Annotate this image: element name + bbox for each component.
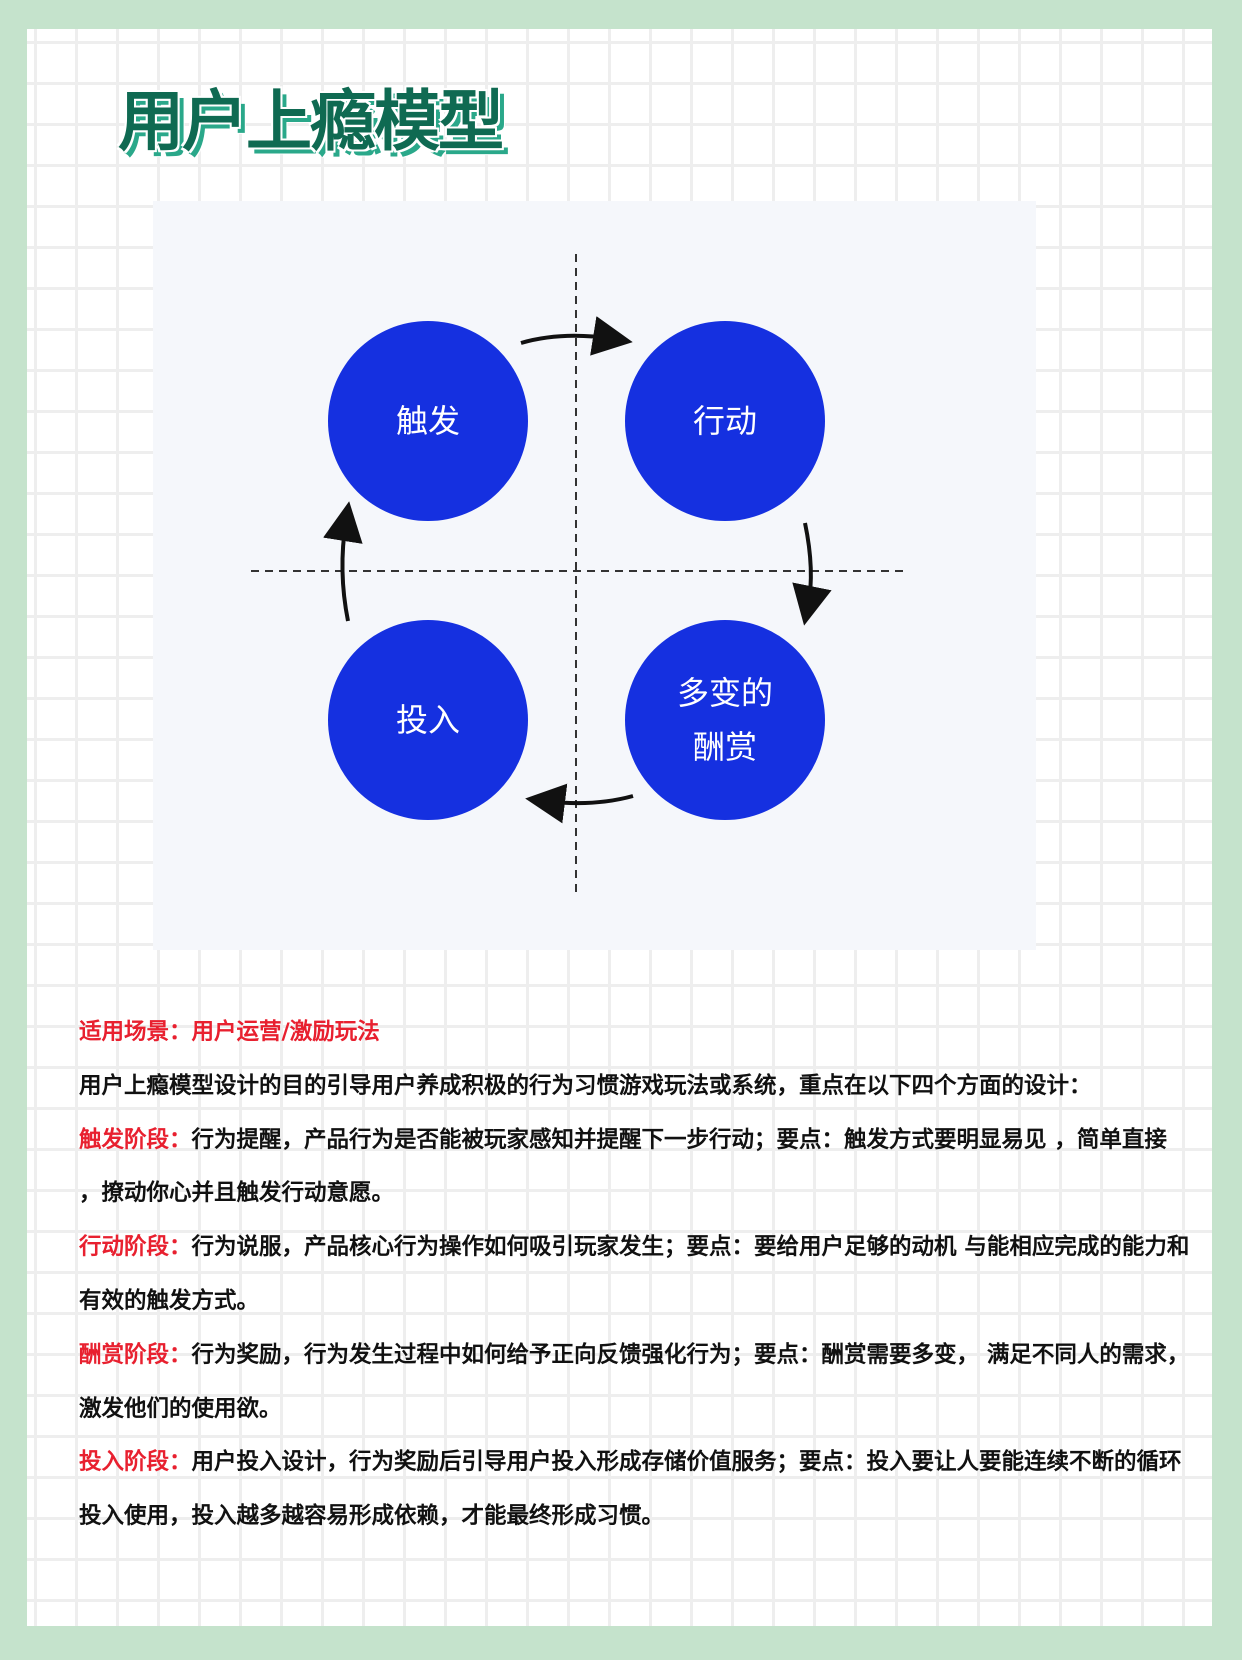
node-label: 行动 xyxy=(692,402,757,440)
stage-body: 行为提醒，产品行为是否能被玩家感知并提醒下一步行动；要点：触发方式要明显易见 ，… xyxy=(79,1126,1167,1207)
node-label-line2: 酬赏 xyxy=(692,728,757,766)
arrow-invest-to-trigger xyxy=(323,501,363,622)
intro: 用户上瘾模型设计的目的引导用户养成积极的行为习惯游戏玩法或系统，重点在以下四个方… xyxy=(79,1072,1092,1099)
stage-label: 投入阶段： xyxy=(79,1449,192,1476)
arrow-reward-to-invest xyxy=(525,783,634,824)
description: 适用场景：用户运营/激励玩法 用户上瘾模型设计的目的引导用户养成积极的行为习惯游… xyxy=(79,1006,1191,1544)
node-investment: 投入 xyxy=(328,620,528,820)
stage-label: 行动阶段： xyxy=(79,1234,192,1261)
stage-action: 行动阶段：行为说服，产品核心行为操作如何吸引玩家发生；要点：要给用户足够的动机 … xyxy=(79,1221,1191,1329)
stage-investment: 投入阶段：用户投入设计，行为奖励后引导用户投入形成存储价值服务；要点：投入要让人… xyxy=(79,1436,1191,1544)
arrow-action-to-reward xyxy=(792,522,832,626)
stage-label: 触发阶段： xyxy=(79,1126,192,1153)
node-variable-reward: 多变的酬赏 xyxy=(625,620,825,820)
stage-label: 酬赏阶段： xyxy=(79,1341,192,1368)
stage-reward: 酬赏阶段：行为奖励，行为发生过程中如何给予正向反馈强化行为；要点：酬赏需要多变，… xyxy=(79,1329,1191,1437)
node-label: 多变的酬赏 xyxy=(677,666,773,774)
stage-body: 用户投入设计，行为奖励后引导用户投入形成存储价值服务；要点：投入要让人要能连续不… xyxy=(79,1449,1182,1530)
hook-model-diagram: 触发 行动 多变的酬赏 投入 xyxy=(153,201,1036,950)
stage-body: 行为说服，产品核心行为操作如何吸引玩家发生；要点：要给用户足够的动机 与能相应完… xyxy=(79,1234,1190,1314)
node-action: 行动 xyxy=(625,321,825,521)
stage-trigger: 触发阶段：行为提醒，产品行为是否能被玩家感知并提醒下一步行动；要点：触发方式要明… xyxy=(79,1114,1191,1222)
page-title: 用户上瘾模型 xyxy=(118,83,504,160)
node-label: 触发 xyxy=(395,402,460,440)
scene-label: 适用场景：用户运营/激励玩法 xyxy=(79,1019,380,1045)
arrow-trigger-to-action xyxy=(520,316,633,356)
node-label-line1: 多变的 xyxy=(676,674,773,712)
stage-body: 行为奖励，行为发生过程中如何给予正向反馈强化行为；要点：酬赏需要多变， 满足不同… xyxy=(79,1341,1190,1422)
node-trigger: 触发 xyxy=(328,321,528,521)
diagram-lines xyxy=(251,254,903,893)
node-label: 投入 xyxy=(395,701,460,739)
